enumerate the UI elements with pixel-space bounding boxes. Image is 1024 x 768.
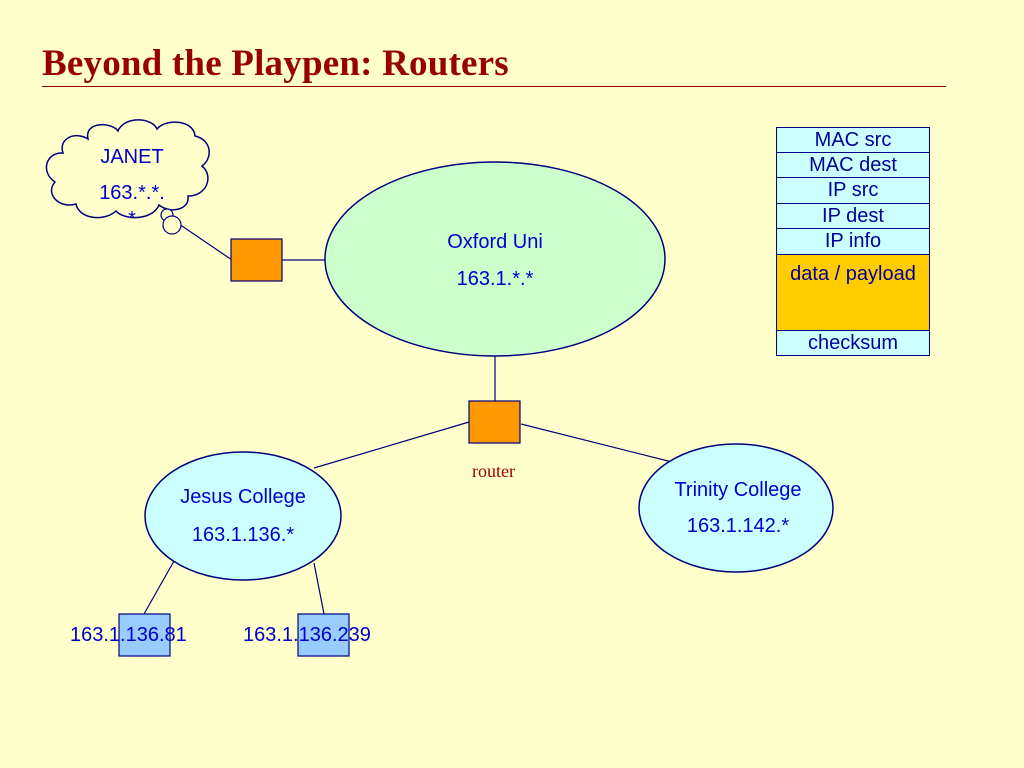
trinity-network <box>638 443 834 573</box>
packet-field-payload: data / payload <box>776 254 930 331</box>
jesus-network <box>144 451 342 581</box>
host-2-box <box>297 613 350 657</box>
host-2-address: 163.1.136.239 <box>243 624 371 646</box>
jesus-address: 163.1.136.* <box>191 524 295 546</box>
jesus-name: Jesus College <box>180 486 306 508</box>
oxford-name: Oxford Uni <box>447 231 543 253</box>
packet-field-ip-dest: IP dest <box>776 203 930 229</box>
janet-address-line2: * <box>128 208 136 230</box>
janet-name: JANET <box>100 146 164 168</box>
title-underline <box>42 86 946 87</box>
router-label: router <box>472 461 515 481</box>
router-central <box>468 400 521 444</box>
oxford-address: 163.1.*.* <box>456 268 534 290</box>
link-router-jesus <box>313 421 470 469</box>
slide-title: Beyond the Playpen: Routers <box>42 43 509 84</box>
oxford-network <box>324 161 666 357</box>
link-router-trinity <box>520 423 673 463</box>
host-1-address: 163.1.136.81 <box>70 624 187 646</box>
janet-cloud <box>45 119 210 235</box>
packet-field-mac-src: MAC src <box>776 127 930 153</box>
link-jesus-host-2 <box>313 562 325 615</box>
packet-field-mac-dest: MAC dest <box>776 152 930 178</box>
packet-field-checksum: checksum <box>776 330 930 356</box>
packet-field-ip-info: IP info <box>776 229 930 255</box>
packet-field-ip-src: IP src <box>776 178 930 204</box>
trinity-name: Trinity College <box>674 479 802 501</box>
janet-address-line1: 163.*.*. <box>99 182 165 204</box>
router-janet-oxford <box>230 238 283 282</box>
link-janet-router <box>178 223 233 261</box>
link-jesus-host-1 <box>143 560 175 615</box>
packet-structure: MAC src MAC dest IP src IP dest IP info … <box>776 127 930 356</box>
host-1-box <box>118 613 171 657</box>
trinity-address: 163.1.142.* <box>686 515 790 537</box>
